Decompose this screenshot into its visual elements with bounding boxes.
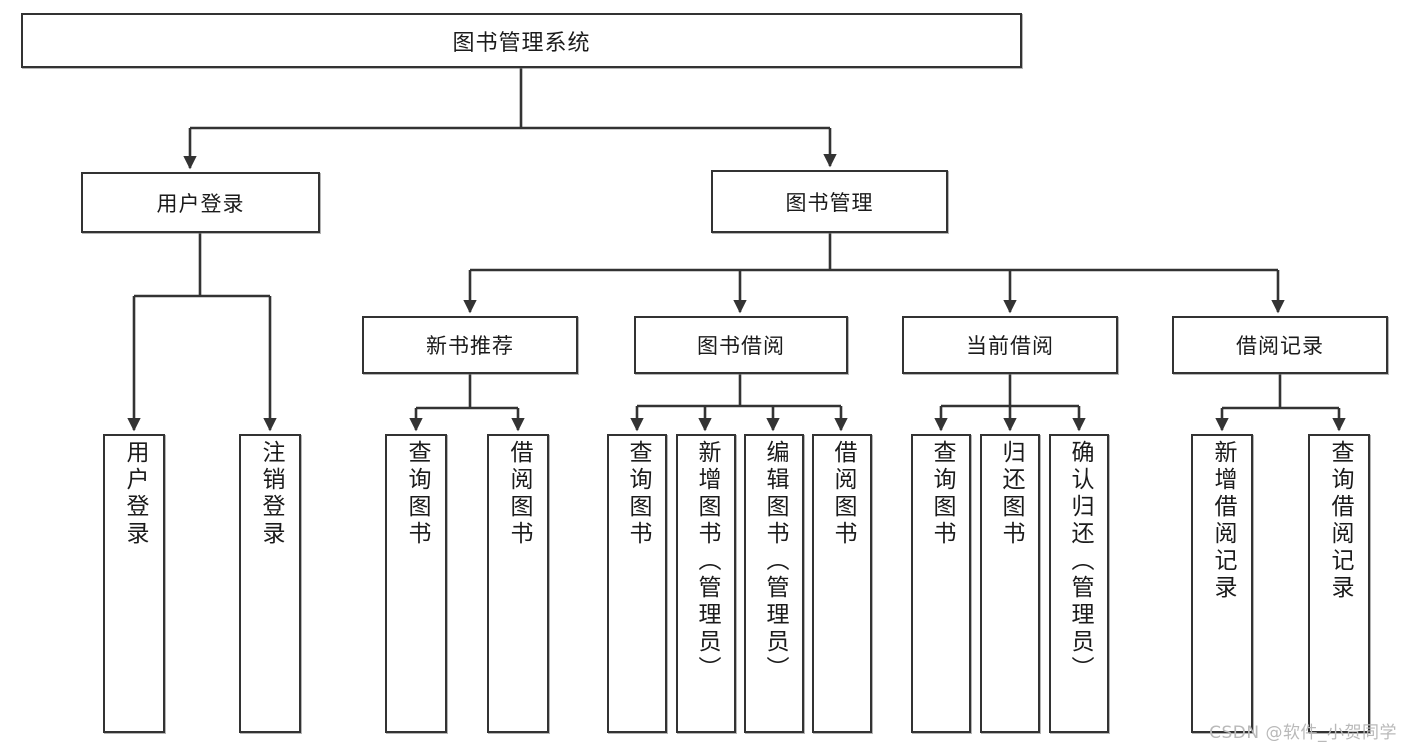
leaf-label: 用户登录 [121, 440, 148, 548]
node-borrow-record[interactable]: 借阅记录 [1172, 316, 1388, 374]
leaf-book-borrow-edit[interactable]: 编辑图书（管理员） [744, 434, 804, 733]
leaf-new-book-borrow[interactable]: 借阅图书 [487, 434, 549, 733]
node-current-borrow-label: 当前借阅 [966, 334, 1054, 358]
leaf-new-book-query[interactable]: 查询图书 [385, 434, 447, 733]
leaf-current-borrow-query[interactable]: 查询图书 [911, 434, 971, 733]
node-book-borrow-label: 图书借阅 [697, 334, 785, 358]
leaf-label: 确认归还（管理员） [1066, 440, 1093, 683]
leaf-current-borrow-confirm-return[interactable]: 确认归还（管理员） [1049, 434, 1109, 733]
leaf-current-borrow-return[interactable]: 归还图书 [980, 434, 1040, 733]
leaf-user-login-login[interactable]: 用户登录 [103, 434, 165, 733]
leaf-label: 编辑图书（管理员） [761, 440, 788, 683]
node-book-manage-label: 图书管理 [785, 190, 874, 215]
leaf-label: 借阅图书 [505, 440, 532, 548]
leaf-book-borrow-query[interactable]: 查询图书 [607, 434, 667, 733]
leaf-borrow-record-query[interactable]: 查询借阅记录 [1308, 434, 1370, 733]
leaf-label: 借阅图书 [829, 440, 856, 548]
node-book-manage[interactable]: 图书管理 [711, 170, 948, 233]
leaf-label: 查询借阅记录 [1326, 440, 1353, 602]
leaf-label: 新增借阅记录 [1209, 440, 1236, 602]
node-user-login-label: 用户登录 [156, 191, 245, 216]
node-current-borrow[interactable]: 当前借阅 [902, 316, 1118, 374]
leaf-book-borrow-borrow[interactable]: 借阅图书 [812, 434, 872, 733]
leaf-user-login-logout[interactable]: 注销登录 [239, 434, 301, 733]
leaf-label: 注销登录 [257, 440, 284, 548]
node-user-login[interactable]: 用户登录 [81, 172, 320, 233]
node-root[interactable]: 图书管理系统 [21, 13, 1022, 68]
leaf-label: 查询图书 [928, 440, 955, 548]
node-borrow-record-label: 借阅记录 [1236, 334, 1324, 358]
leaf-label: 新增图书（管理员） [693, 440, 720, 683]
leaf-borrow-record-add[interactable]: 新增借阅记录 [1191, 434, 1253, 733]
leaf-label: 查询图书 [403, 440, 430, 548]
leaf-label: 查询图书 [624, 440, 651, 548]
node-new-book-recommend-label: 新书推荐 [426, 334, 514, 358]
node-book-borrow[interactable]: 图书借阅 [634, 316, 848, 374]
watermark: CSDN @软件_小贺同学 [1209, 723, 1397, 743]
node-new-book-recommend[interactable]: 新书推荐 [362, 316, 578, 374]
leaf-label: 归还图书 [997, 440, 1024, 548]
node-root-label: 图书管理系统 [452, 30, 591, 56]
leaf-book-borrow-add[interactable]: 新增图书（管理员） [676, 434, 736, 733]
edges-group [127, 68, 1346, 432]
